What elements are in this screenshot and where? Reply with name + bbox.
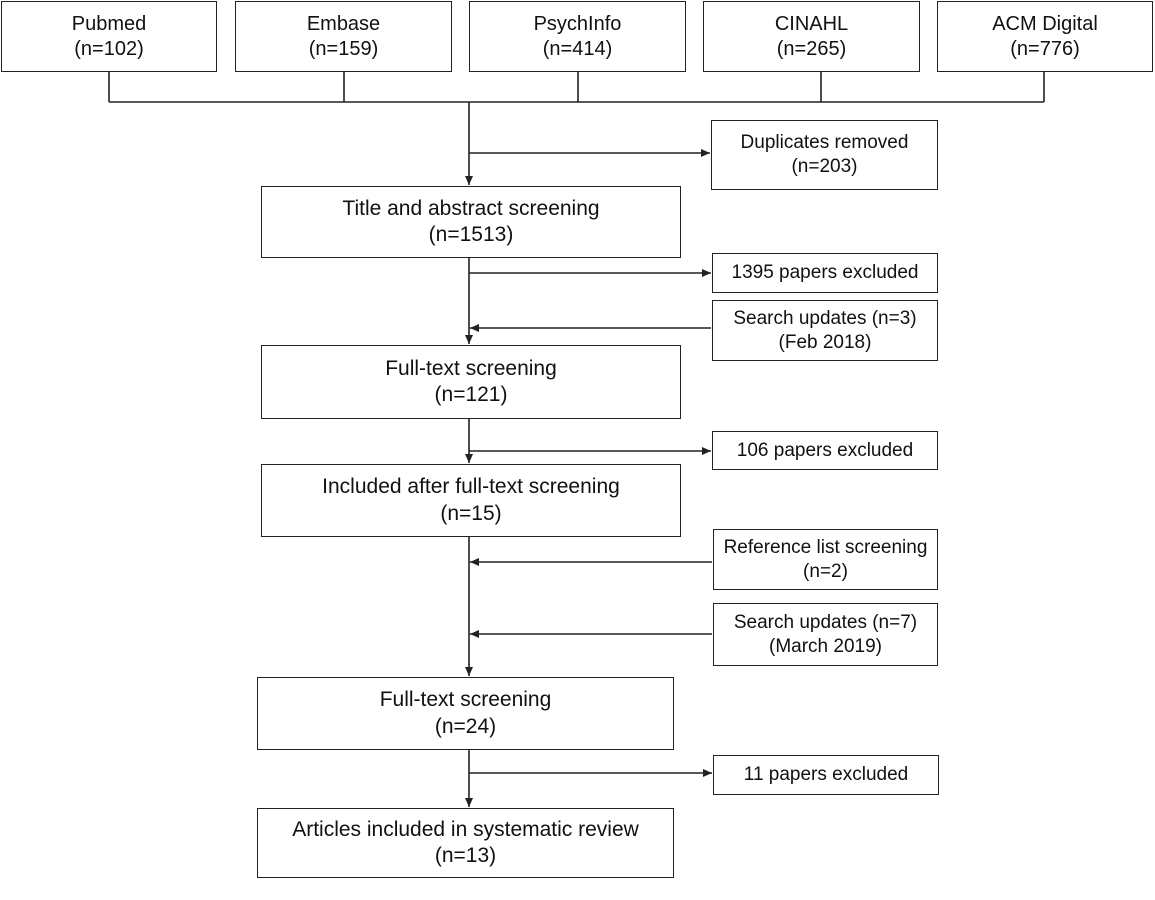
step-count: (n=15) — [440, 501, 502, 525]
database-count: (n=265) — [776, 37, 847, 60]
database-box-acm-digital: ACM Digital (n=776) — [937, 1, 1153, 72]
database-box-pubmed: Pubmed (n=102) — [1, 1, 217, 72]
database-count: (n=102) — [74, 37, 144, 60]
side-excluded-106: 106 papers excluded — [712, 431, 938, 470]
database-name: CINAHL — [774, 12, 849, 35]
step-label: Articles included in systematic review — [292, 817, 639, 841]
database-count: (n=776) — [1010, 37, 1080, 60]
database-box-embase: Embase (n=159) — [235, 1, 452, 72]
side-line-2: (March 2019) — [769, 635, 882, 657]
step-label: Full-text screening — [385, 356, 557, 380]
step-articles-included: Articles included in systematic review (… — [257, 808, 674, 878]
side-line-1: Search updates (n=7) — [733, 611, 918, 633]
database-box-cinahl: CINAHL (n=265) — [703, 1, 920, 72]
step-included-after-full-text: Included after full-text screening (n=15… — [261, 464, 681, 537]
step-count: (n=13) — [434, 844, 497, 867]
side-line-1: 1395 papers excluded — [731, 262, 919, 284]
side-line-2: (Feb 2018) — [778, 331, 872, 353]
side-excluded-11: 11 papers excluded — [713, 755, 939, 795]
step-label: Title and abstract screening — [342, 196, 600, 220]
side-line-1: 106 papers excluded — [736, 439, 914, 461]
side-line-1: Duplicates removed — [740, 132, 909, 154]
step-count: (n=24) — [434, 714, 497, 738]
side-search-updates-feb-2018: Search updates (n=3) (Feb 2018) — [712, 300, 938, 361]
database-name: Pubmed — [71, 12, 147, 35]
step-label: Full-text screening — [379, 688, 552, 712]
side-line-2: (n=203) — [791, 156, 858, 177]
side-excluded-1395: 1395 papers excluded — [712, 253, 938, 293]
database-count: (n=159) — [308, 37, 379, 60]
side-line-1: Reference list screening — [723, 536, 928, 558]
step-full-text-screening-2: Full-text screening (n=24) — [257, 677, 674, 750]
step-count: (n=121) — [434, 383, 508, 406]
side-search-updates-march-2019: Search updates (n=7) (March 2019) — [713, 603, 938, 666]
side-reference-list-screening: Reference list screening (n=2) — [713, 529, 938, 590]
side-line-1: 11 papers excluded — [743, 764, 909, 786]
side-line-1: Search updates (n=3) — [733, 307, 917, 329]
side-duplicates-removed: Duplicates removed (n=203) — [711, 120, 938, 190]
database-name: Embase — [306, 12, 381, 35]
database-name: PsychInfo — [533, 12, 622, 35]
database-count: (n=414) — [542, 37, 613, 60]
side-line-2: (n=2) — [803, 560, 848, 582]
database-name: ACM Digital — [992, 12, 1098, 35]
step-title-abstract-screening: Title and abstract screening (n=1513) — [261, 186, 681, 258]
step-label: Included after full-text screening — [322, 475, 620, 499]
step-count: (n=1513) — [428, 223, 514, 246]
database-box-psychinfo: PsychInfo (n=414) — [469, 1, 686, 72]
step-full-text-screening-1: Full-text screening (n=121) — [261, 345, 681, 419]
